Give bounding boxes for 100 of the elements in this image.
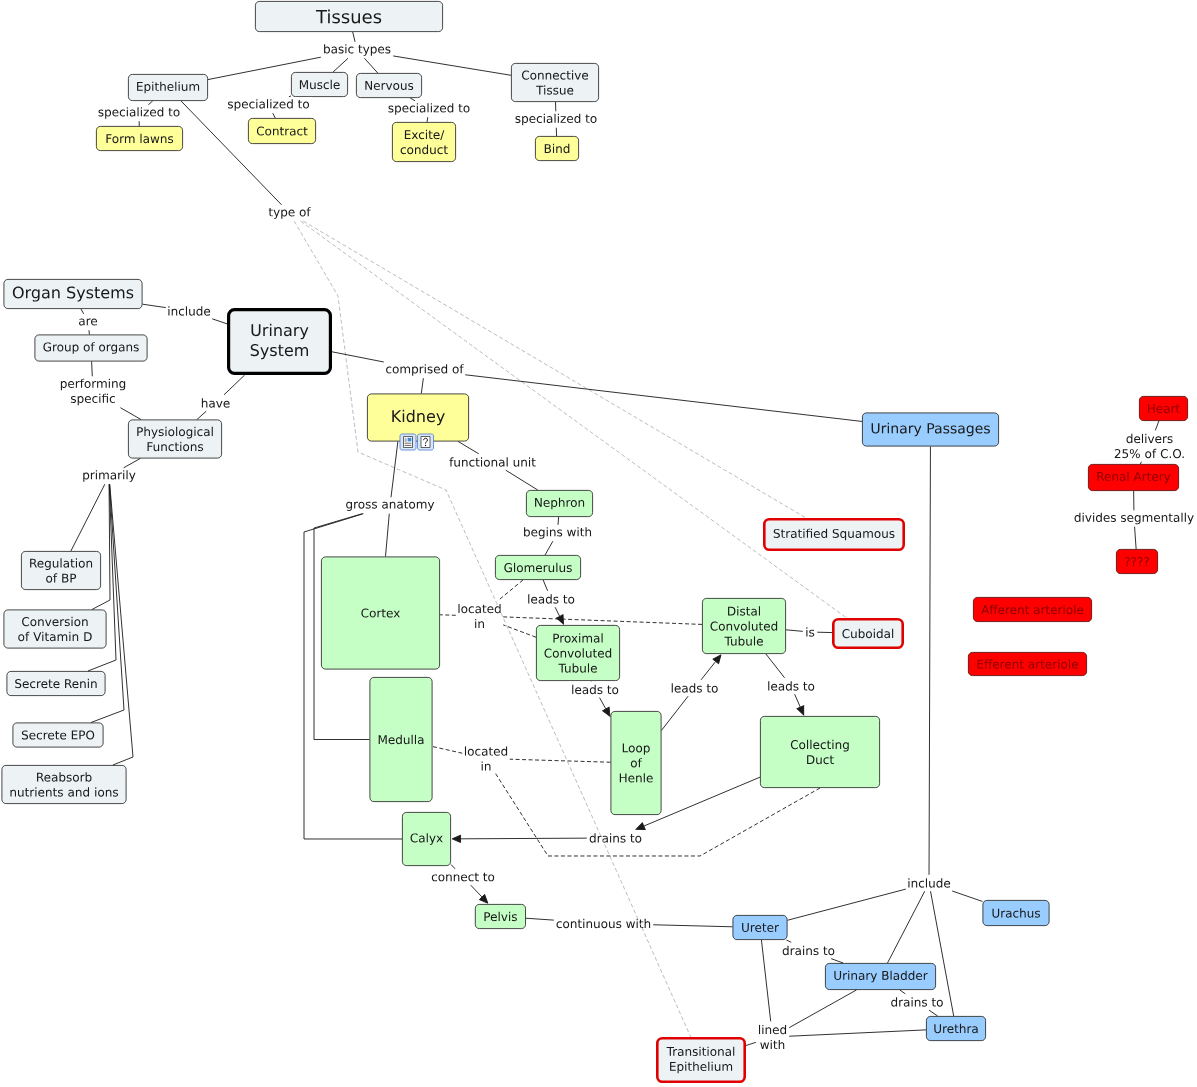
arrow bbox=[554, 606, 564, 625]
concept-box: Calyx bbox=[402, 812, 451, 866]
linking-phrase: performing specific bbox=[57, 376, 129, 408]
concept-box: Nephron bbox=[526, 490, 593, 517]
linking-phrase: have bbox=[199, 395, 232, 411]
connector bbox=[544, 540, 554, 556]
connector bbox=[142, 303, 167, 309]
linking-phrase: continuous with bbox=[554, 915, 653, 932]
concept-box: Tissues bbox=[255, 1, 443, 32]
linking-phrase: leads to bbox=[569, 681, 621, 698]
connector bbox=[293, 220, 692, 1038]
connector bbox=[785, 629, 804, 632]
concept-box: Afferent arteriole bbox=[973, 597, 1092, 622]
connector bbox=[303, 513, 403, 840]
connector bbox=[760, 939, 772, 1022]
connector bbox=[313, 513, 370, 740]
linking-phrase: specialized to bbox=[225, 97, 312, 113]
connector bbox=[300, 220, 848, 619]
connector bbox=[505, 469, 539, 491]
connector bbox=[542, 579, 549, 592]
connector bbox=[180, 100, 282, 206]
connector bbox=[119, 407, 142, 420]
concept-box: Collecting Duct bbox=[760, 716, 880, 788]
linking-phrase: specialized to bbox=[386, 101, 472, 117]
linking-phrase: gross anatomy bbox=[343, 497, 437, 514]
connector bbox=[928, 1009, 939, 1017]
concept-box: Proximal Convoluted Tubule bbox=[536, 625, 620, 681]
connector bbox=[91, 361, 93, 377]
connector bbox=[557, 516, 560, 526]
connector bbox=[887, 890, 926, 964]
concept-box: Reabsorb nutrients and ions bbox=[1, 765, 127, 804]
concept-box: Regulation of BP bbox=[21, 551, 101, 590]
connector bbox=[899, 989, 906, 995]
linking-phrase: specialized to bbox=[96, 105, 182, 121]
connector bbox=[652, 924, 733, 928]
connector bbox=[70, 483, 106, 552]
arrow bbox=[451, 834, 588, 843]
concept-box: Organ Systems bbox=[3, 279, 143, 309]
linking-phrase: include bbox=[166, 303, 212, 319]
arrow bbox=[635, 776, 761, 830]
connector bbox=[502, 624, 537, 638]
connector bbox=[390, 441, 399, 498]
connector bbox=[1133, 490, 1135, 511]
connector bbox=[123, 458, 141, 469]
linking-phrase: drains to bbox=[888, 994, 946, 1010]
linking-phrase: basic types bbox=[321, 42, 393, 58]
connector bbox=[392, 55, 512, 76]
connector bbox=[525, 917, 555, 921]
concept-box: ???? bbox=[1116, 549, 1158, 574]
concept-box: Medulla bbox=[369, 677, 433, 802]
concept-box: Cuboidal bbox=[832, 618, 904, 649]
arrow bbox=[794, 693, 805, 716]
connector bbox=[830, 958, 844, 964]
connector bbox=[788, 989, 857, 1029]
linking-phrase: located in bbox=[462, 743, 510, 774]
connector bbox=[745, 1041, 757, 1046]
connector bbox=[509, 758, 611, 763]
linking-phrase: drains to bbox=[780, 942, 837, 959]
connector bbox=[385, 513, 390, 557]
linking-phrase: type of bbox=[266, 205, 313, 221]
connector bbox=[450, 864, 456, 870]
arrow bbox=[599, 697, 611, 717]
concept-box: Urinary Passages bbox=[862, 412, 999, 447]
linking-phrase: located in bbox=[456, 601, 503, 631]
concept-box: Secrete Renin bbox=[6, 671, 106, 696]
connector bbox=[138, 120, 140, 127]
connector bbox=[109, 483, 134, 766]
connector bbox=[88, 329, 90, 335]
linking-phrase: leads to bbox=[765, 678, 817, 694]
linking-phrase: comprised of bbox=[384, 362, 465, 378]
connector bbox=[930, 890, 955, 1017]
connector bbox=[1134, 526, 1137, 550]
connector bbox=[785, 939, 792, 943]
concept-box: Cortex bbox=[321, 556, 440, 670]
concept-box: Loop of Henle bbox=[610, 711, 662, 815]
connector bbox=[555, 127, 558, 137]
connector bbox=[787, 888, 907, 921]
arrow bbox=[700, 654, 722, 681]
connector bbox=[765, 653, 786, 679]
concept-box: Ureter bbox=[732, 915, 788, 940]
linking-phrase: include bbox=[906, 875, 952, 891]
linking-phrase: specialized to bbox=[512, 111, 600, 128]
connector bbox=[426, 116, 429, 123]
linking-phrase: leads to bbox=[668, 680, 721, 696]
connector bbox=[332, 57, 349, 73]
concept-box: Connective Tissue bbox=[511, 63, 599, 102]
concept-box: Conversion of Vitamin D bbox=[3, 609, 107, 649]
connector bbox=[352, 31, 356, 43]
connector bbox=[207, 56, 322, 81]
connector bbox=[788, 1029, 927, 1037]
connector bbox=[1139, 461, 1142, 465]
concept-box: Efferent arteriole bbox=[968, 652, 1087, 676]
connector bbox=[928, 446, 931, 876]
connector bbox=[272, 112, 276, 119]
linking-phrase: primarily bbox=[80, 468, 138, 484]
connector bbox=[223, 374, 246, 396]
concept-box: Epithelium bbox=[128, 74, 208, 101]
arrow bbox=[470, 884, 489, 904]
connector bbox=[288, 95, 292, 98]
connector bbox=[457, 441, 480, 455]
